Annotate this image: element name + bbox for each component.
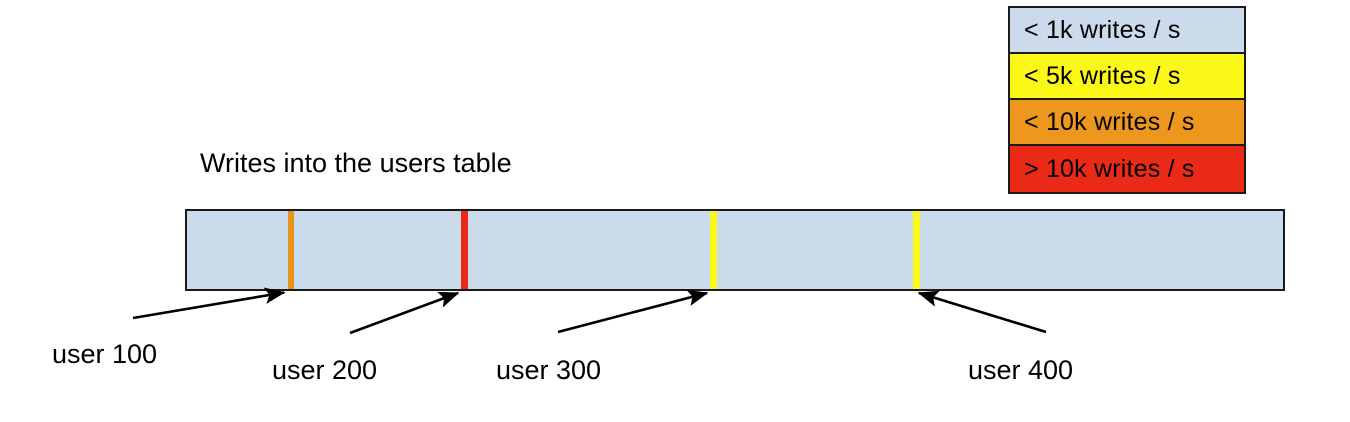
arrow-user-400 <box>917 290 1047 334</box>
legend-item-label: > 10k writes / s <box>1024 154 1195 183</box>
annotation-label-user-300: user 300 <box>496 355 602 385</box>
legend-item-gt-10k[interactable]: > 10k writes / s <box>1010 146 1244 192</box>
chart-title: Writes into the users table <box>200 148 512 178</box>
annotation-label-user-400: user 400 <box>968 355 1074 385</box>
arrow-user-300 <box>557 289 709 334</box>
annotation-label-user-100: user 100 <box>52 339 158 369</box>
legend-item-label: < 10k writes / s <box>1024 107 1195 136</box>
annotation-label-user-200: user 200 <box>272 355 378 385</box>
hotspot-stripe-user-200[interactable] <box>461 211 468 289</box>
arrow-user-200 <box>349 291 460 335</box>
legend-item-label: < 1k writes / s <box>1024 15 1181 44</box>
hotspot-stripe-user-100[interactable] <box>288 211 294 289</box>
legend-item-lt-10k[interactable]: < 10k writes / s <box>1010 100 1244 146</box>
legend-item-label: < 5k writes / s <box>1024 61 1181 90</box>
arrow-user-100 <box>132 287 286 320</box>
hotspot-stripe-user-400[interactable] <box>913 211 920 289</box>
writes-rate-legend: < 1k writes / s < 5k writes / s < 10k wr… <box>1008 6 1246 194</box>
users-table-keyrange-bar[interactable] <box>185 209 1285 291</box>
legend-item-lt-5k[interactable]: < 5k writes / s <box>1010 54 1244 100</box>
hotspot-stripe-user-300[interactable] <box>710 211 717 289</box>
legend-item-lt-1k[interactable]: < 1k writes / s <box>1010 8 1244 54</box>
